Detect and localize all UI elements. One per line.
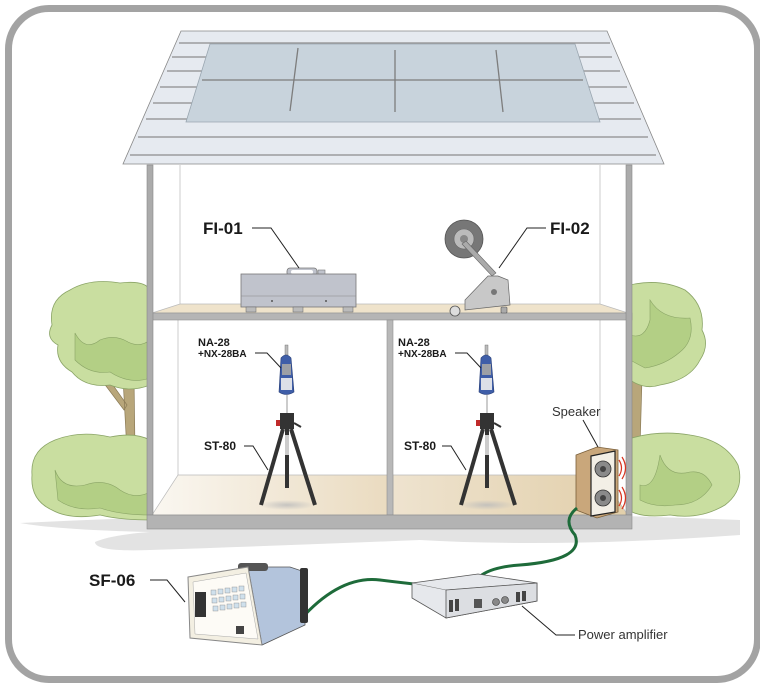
label-st80-left: ST-80 [204, 439, 236, 453]
label-na28-right-line2: +NX-28BA [398, 349, 447, 360]
wall-right [625, 164, 633, 516]
attic-floor [151, 303, 629, 314]
na28-right-device [478, 344, 495, 413]
leader-fi01 [252, 227, 300, 269]
label-fi01: FI-01 [203, 219, 243, 238]
st80-right-tripod [459, 413, 517, 510]
fi01-device [240, 267, 357, 313]
label-na28-left-line1: NA-28 [198, 337, 230, 349]
solar-panel [185, 43, 601, 123]
tree-foliage-upper-right-shade [629, 298, 692, 369]
leader-fi02 [498, 227, 546, 269]
roof [122, 30, 665, 165]
sf06-device [187, 563, 308, 646]
leader-power-amplifier [521, 605, 575, 636]
leader-lines [150, 227, 599, 636]
speaker-device [575, 446, 627, 519]
leader-st80-right [442, 445, 467, 471]
rounded-frame [5, 5, 760, 683]
leader-st80-left [244, 445, 269, 471]
label-fi02: FI-02 [550, 219, 590, 238]
sound-wave-icon [618, 456, 627, 510]
leader-na28-left [255, 352, 282, 369]
label-sf06: SF-06 [89, 571, 135, 590]
st80-left-tripod [259, 413, 317, 510]
label-na28-right-line1: NA-28 [398, 337, 430, 349]
label-st80-right: ST-80 [404, 439, 436, 453]
label-power-amplifier: Power amplifier [578, 627, 668, 642]
leader-sf06 [150, 579, 186, 603]
tree-foliage-lower-left-shade [54, 469, 151, 516]
power-amplifier-device [411, 573, 538, 619]
tree-left [31, 281, 151, 521]
house-base [146, 514, 633, 530]
tree-foliage-lower-right-shade [639, 454, 713, 507]
attic-wall [152, 165, 628, 313]
attic-floor-beam [147, 312, 633, 321]
fi02-device [444, 219, 511, 317]
leader-speaker [582, 419, 599, 448]
tree-right [629, 282, 741, 517]
wall-left [146, 164, 154, 516]
label-na28-left-line2: +NX-28BA [198, 349, 247, 360]
na28-left-device [278, 344, 295, 413]
tree-foliage-upper-left-shade [74, 332, 151, 381]
label-speaker: Speaker [552, 404, 601, 419]
partition-wall [386, 319, 394, 516]
leader-na28-right [455, 352, 482, 369]
